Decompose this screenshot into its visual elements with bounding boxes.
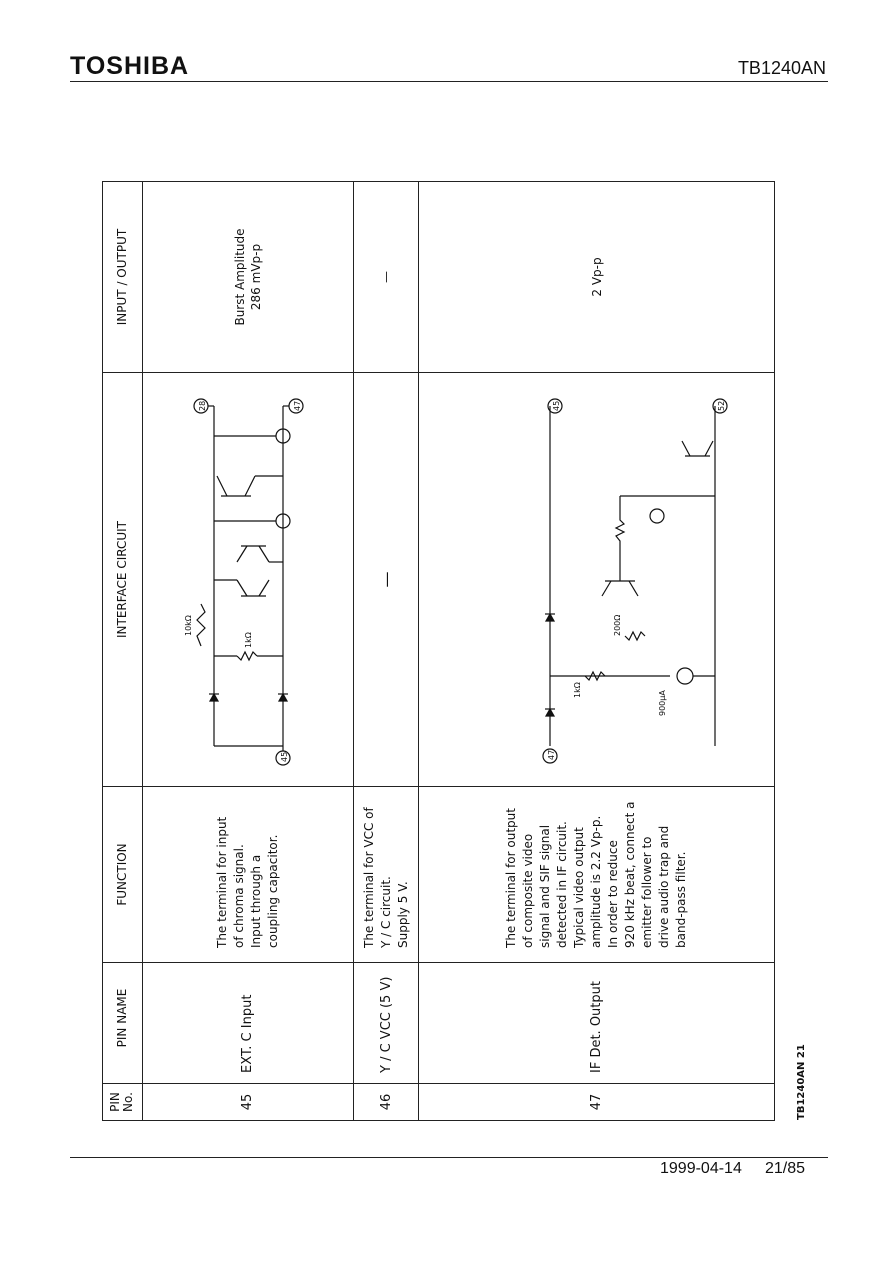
- function-line: amplitude is 2.2 Vp-p.: [589, 815, 604, 948]
- io-line: 2 Vp-p: [589, 257, 604, 297]
- header-rule: [70, 81, 828, 82]
- circuit-diagram: 45 28 47 1kΩ: [184, 398, 304, 766]
- pin-label: 45: [552, 401, 561, 411]
- toshiba-logo: TOSHIBA: [70, 52, 190, 80]
- function-line: 920 kHz beat, connect a: [623, 801, 638, 949]
- current-label: 900μA: [658, 690, 667, 716]
- col-io: INPUT / OUTPUT: [102, 181, 143, 373]
- pin-io: —: [353, 181, 419, 373]
- function-line: drive audio trap and: [657, 825, 672, 948]
- function-line: In order to reduce: [606, 840, 621, 948]
- pin-table-rotated: PIN No. PIN NAME FUNCTION INTERFACE CIRC…: [102, 181, 775, 1121]
- interface-circuit-47: 47 52 45 1kΩ 200Ω: [418, 372, 775, 787]
- col-pin-name: PIN NAME: [102, 962, 143, 1084]
- function-line: Supply 5 V.: [395, 881, 410, 948]
- col-interface: INTERFACE CIRCUIT: [102, 372, 143, 787]
- col-function: FUNCTION: [102, 786, 143, 963]
- pin-function: The terminal for output of composite vid…: [418, 786, 775, 963]
- pin-table-frame: PIN No. PIN NAME FUNCTION INTERFACE CIRC…: [102, 181, 775, 1121]
- io-line: 286 mVp-p: [248, 243, 263, 311]
- pin-label: 47: [547, 750, 556, 760]
- col-pin-no: PIN No.: [102, 1083, 143, 1121]
- function-line: detected in IF circuit.: [555, 821, 570, 948]
- io-line: Burst Amplitude: [232, 228, 247, 326]
- pin-name: EXT. C Input: [142, 962, 354, 1084]
- resistor-label: 1kΩ: [573, 682, 582, 698]
- pin-label: 28: [198, 401, 207, 411]
- pin-label: 47: [293, 401, 302, 411]
- pin-label: 52: [717, 401, 726, 411]
- pin-number: 46: [353, 1083, 419, 1121]
- pin-io: Burst Amplitude 286 mVp-p: [142, 181, 354, 373]
- pin-number: 47: [418, 1083, 775, 1121]
- function-line: of composite video: [521, 833, 536, 948]
- footer-rule: [70, 1157, 828, 1158]
- function-line: The terminal for output: [504, 808, 519, 948]
- function-line: Y / C circuit.: [378, 876, 393, 948]
- circuit-diagram: 47 52 45 1kΩ 200Ω: [541, 398, 728, 764]
- pin-name: IF Det. Output: [418, 962, 775, 1084]
- resistor-label: 10kΩ: [184, 615, 193, 636]
- function-line: emitter follower to: [640, 836, 655, 948]
- function-line: Input through a: [248, 854, 263, 948]
- resistor-label: 1kΩ: [244, 632, 253, 648]
- function-line: The terminal for input: [214, 816, 229, 948]
- pin-function: The terminal for VCC of Y / C circuit. S…: [353, 786, 419, 963]
- table-row: 45 EXT. C Input The terminal for input o…: [142, 181, 354, 1121]
- table-row: 46 Y / C VCC (5 V) The terminal for VCC …: [353, 181, 419, 1121]
- pin-io: 2 Vp-p: [418, 181, 775, 373]
- function-line: coupling capacitor.: [265, 834, 280, 948]
- pin-table: PIN No. PIN NAME FUNCTION INTERFACE CIRC…: [102, 181, 775, 1121]
- pin-function: The terminal for input of chroma signal.…: [142, 786, 354, 963]
- interface-circuit-45: 45 28 47 1kΩ: [142, 372, 354, 787]
- function-line: of chroma signal.: [231, 844, 246, 948]
- io-line: —: [379, 271, 393, 283]
- part-number: TB1240AN: [737, 58, 826, 78]
- side-stamp: TB1240AN 21: [796, 1044, 807, 1120]
- pin-number: 45: [142, 1083, 354, 1121]
- pin-label: 45: [280, 752, 289, 762]
- resistor-label: 200Ω: [613, 615, 622, 636]
- footer-page: 21/85: [765, 1160, 806, 1177]
- function-line: The terminal for VCC of: [361, 807, 376, 948]
- table-row: 47 IF Det. Output The terminal for outpu…: [418, 181, 775, 1121]
- function-line: band-pass filter.: [674, 851, 689, 948]
- function-line: Typical video output: [572, 827, 587, 948]
- function-line: signal and SIF signal: [538, 824, 553, 948]
- footer-date: 1999-04-14: [660, 1160, 742, 1177]
- pin-name: Y / C VCC (5 V): [353, 962, 419, 1084]
- table-header-row: PIN No. PIN NAME FUNCTION INTERFACE CIRC…: [102, 181, 143, 1121]
- interface-circuit-46: —: [353, 372, 419, 787]
